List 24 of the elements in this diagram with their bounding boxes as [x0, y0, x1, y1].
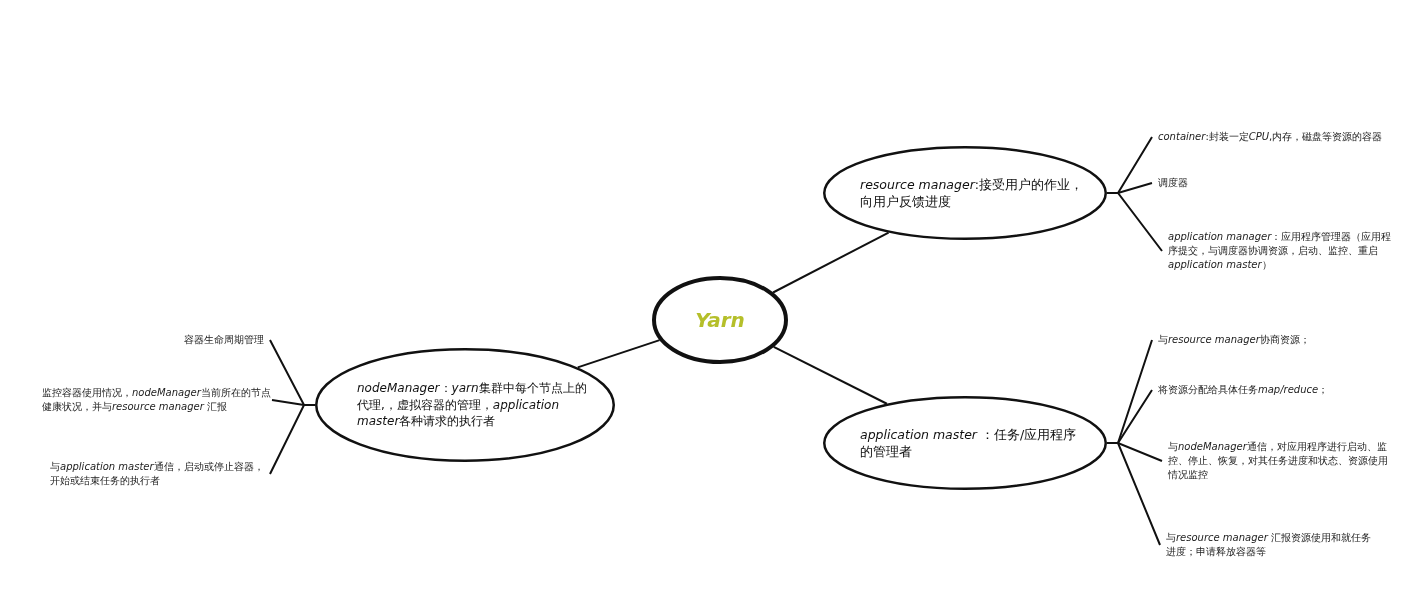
branch-line	[1106, 192, 1163, 252]
branch-line	[772, 231, 890, 294]
topic-text: Yarn	[694, 307, 746, 334]
branch-text: 容器生命周期管理	[170, 333, 270, 347]
branch-text: 调度器	[1152, 176, 1212, 190]
central-topic-ellipse	[652, 276, 788, 364]
branch-line	[772, 345, 888, 405]
branch-text: 监控容器使用情况，nodeManager当前所在的节点健康状况，并与resource manager 汇报	[36, 386, 272, 414]
topic-text: nodeManager：yarn集群中每个节点上的代理,，虚拟容器的管理，application master各种请求的执行者	[357, 379, 588, 431]
topic-text: resource manager:接受用户的作业，向用户反馈进度	[860, 175, 1084, 211]
topic-text: application master ：任务/应用程序的管理者	[860, 425, 1078, 461]
topic-ellipse	[315, 348, 615, 462]
branch-text: application manager：应用程序管理器（应用程序提交，与调度器协调资源，启动、监控、重启application master）	[1162, 230, 1394, 272]
branch-text: 与nodeManager通信，对应用程序进行启动、监控、停止、恢复，对其任务进度和状态、资源使用情况监控	[1162, 440, 1392, 482]
branch-text: 与application master通信，启动或停止容器，开始或结束任务的执行者	[44, 460, 270, 488]
branch-text: container:封装一定CPU,内存，磁盘等资源的容器	[1152, 130, 1414, 144]
branch-line	[1106, 442, 1161, 546]
branch-text: 将资源分配给具体任务map/reduce；	[1152, 383, 1352, 397]
branch-text: 与resource manager协商资源；	[1152, 333, 1352, 347]
topic-ellipse	[823, 146, 1107, 240]
branch-line	[576, 339, 661, 369]
branch-text: 与resource manager 汇报资源使用和就任务进度；申请释放容器等	[1160, 531, 1380, 559]
topic-ellipse	[823, 396, 1107, 490]
branch-line	[269, 404, 316, 475]
